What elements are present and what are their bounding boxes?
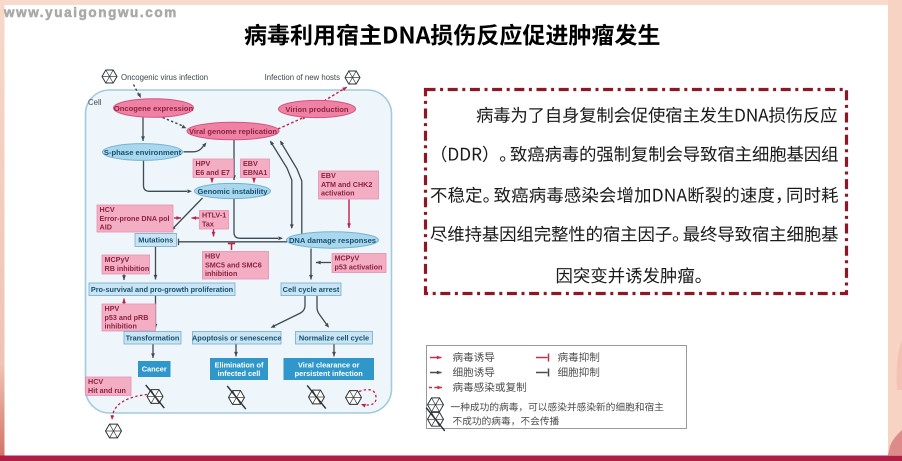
svg-text:S-phase environment: S-phase environment (104, 148, 182, 157)
svg-text:infected cell: infected cell (218, 369, 261, 378)
svg-text:Viral genome replication: Viral genome replication (189, 127, 277, 136)
svg-text:Viral clearance or: Viral clearance or (298, 360, 360, 369)
svg-text:HTLV-1: HTLV-1 (202, 211, 226, 220)
svg-text:HBV: HBV (205, 252, 220, 261)
svg-text:p53 and pRB: p53 and pRB (105, 313, 149, 322)
svg-text:persistent infection: persistent infection (295, 369, 364, 378)
svg-text:Infection of new hosts: Infection of new hosts (265, 73, 341, 82)
svg-text:Cancer: Cancer (142, 365, 167, 374)
svg-text:Cell cycle arrest: Cell cycle arrest (283, 285, 340, 294)
svg-text:RB inhibition: RB inhibition (105, 264, 150, 273)
svg-text:HPV: HPV (105, 304, 120, 313)
svg-text:SMC5 and SMC6: SMC5 and SMC6 (205, 260, 262, 269)
svg-text:EBNA1: EBNA1 (243, 168, 267, 177)
svg-text:DNA damage responses: DNA damage responses (289, 236, 376, 245)
svg-text:E6 and E7: E6 and E7 (196, 168, 230, 177)
svg-text:ATM and CHK2: ATM and CHK2 (321, 180, 372, 189)
svg-text:EBV: EBV (243, 159, 258, 168)
svg-text:activation: activation (321, 188, 355, 197)
svg-text:Cell: Cell (88, 98, 102, 107)
svg-text:MCPyV: MCPyV (105, 255, 130, 264)
svg-text:Transformation: Transformation (126, 333, 180, 342)
svg-text:HCV: HCV (88, 377, 103, 386)
svg-text:AID: AID (100, 222, 112, 231)
svg-text:HCV: HCV (100, 205, 115, 214)
svg-text:Oncogene expression: Oncogene expression (114, 104, 194, 113)
svg-text:Genomic instability: Genomic instability (197, 187, 268, 196)
svg-text:Error-prone DNA pol: Error-prone DNA pol (100, 214, 170, 223)
svg-text:Apoptosis or senescence: Apoptosis or senescence (192, 333, 282, 342)
svg-text:p53 activation: p53 activation (335, 262, 383, 271)
svg-text:inhibition: inhibition (105, 321, 137, 330)
svg-text:Elimination of: Elimination of (215, 360, 264, 369)
svg-text:Oncogenic virus infection: Oncogenic virus infection (121, 73, 208, 82)
svg-text:EBV: EBV (321, 171, 336, 180)
svg-text:inhibition: inhibition (205, 269, 237, 278)
svg-text:www.yuaigongwu.com: www.yuaigongwu.com (3, 5, 178, 20)
svg-text:Normalize cell cycle: Normalize cell cycle (299, 333, 369, 342)
svg-text:Pro-survival and pro-growth pr: Pro-survival and pro-growth proliferatio… (91, 285, 233, 294)
svg-text:Tax: Tax (202, 219, 214, 228)
svg-text:MCPyV: MCPyV (335, 254, 360, 263)
svg-text:Virion production: Virion production (285, 105, 348, 114)
svg-text:Hit and run: Hit and run (88, 386, 126, 395)
svg-text:Mutations: Mutations (138, 236, 173, 245)
svg-text:HPV: HPV (196, 159, 211, 168)
